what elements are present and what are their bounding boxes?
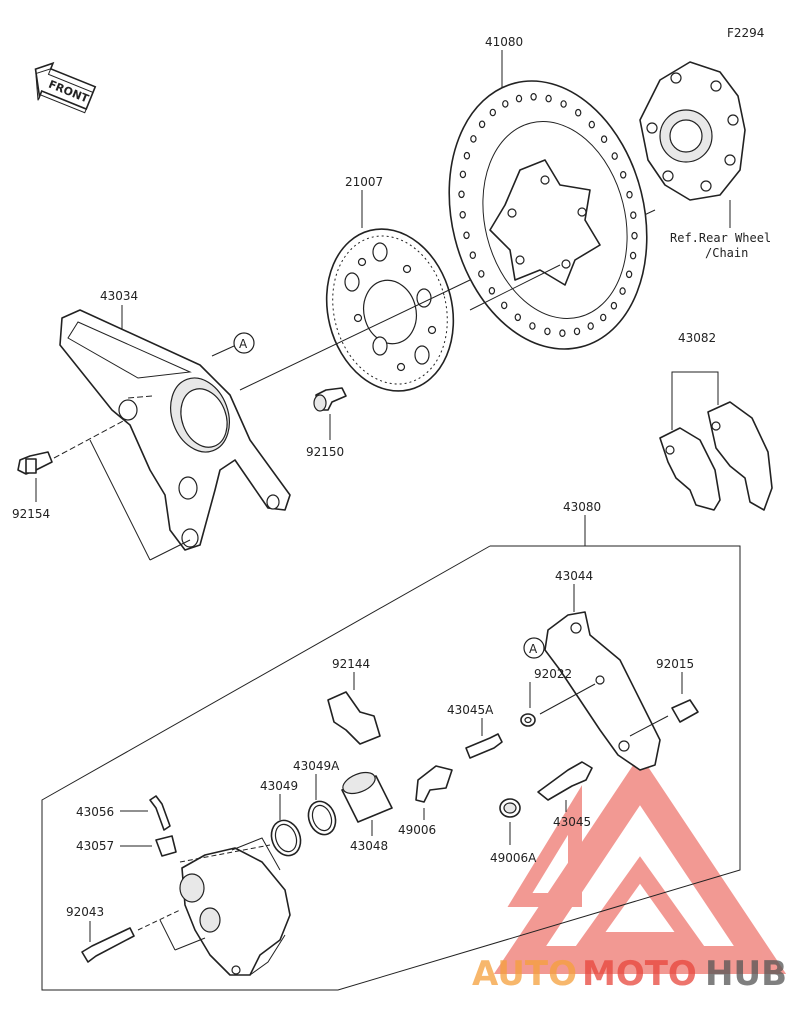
disc-vent-hole: [611, 152, 618, 160]
sensor-rotor: [325, 228, 455, 392]
disc-vent-hole: [459, 170, 467, 179]
figure-code: F2294: [727, 26, 764, 40]
callout-a-2: A: [529, 642, 538, 656]
disc-vent-hole: [502, 100, 509, 108]
pad-spring: [327, 691, 381, 745]
disc-vent-hole: [469, 251, 476, 260]
disc-vent-hole: [619, 287, 626, 295]
label-92150: 92150: [306, 445, 344, 459]
watermark-word-moto: MOTO: [582, 954, 697, 994]
label-43045: 43045: [553, 815, 591, 829]
label-92144: 92144: [332, 657, 370, 671]
disc-vent-hole: [514, 313, 522, 322]
label-43049: 43049: [260, 779, 298, 793]
cap-49006A: [499, 798, 521, 818]
disc-vent-hole: [545, 94, 552, 103]
disc-vent-hole: [458, 190, 465, 199]
label-41080: 41080: [485, 35, 523, 49]
rear-hub: [639, 61, 746, 201]
disc-vent-hole: [478, 120, 486, 129]
disc-vent-hole: [625, 270, 633, 279]
disc-vent-hole: [626, 190, 633, 199]
disc-vent-hole: [560, 100, 567, 108]
disc-vent-hole: [478, 270, 485, 278]
label-43057: 43057: [76, 839, 114, 853]
disc-vent-hole: [463, 231, 470, 240]
disc-vent-hole: [573, 327, 581, 336]
disc-vent-hole: [489, 108, 496, 117]
bleeder-valve: [149, 795, 171, 831]
sleeve-92015: [671, 699, 699, 723]
bolt-92043: [81, 927, 135, 963]
disc-vent-hole: [588, 120, 596, 129]
disc-vent-hole: [470, 135, 477, 143]
label-43034: 43034: [100, 289, 138, 303]
ref-note-line2: /Chain: [705, 246, 748, 260]
label-49006: 49006: [398, 823, 436, 837]
disc-vent-hole: [530, 93, 537, 101]
support-bracket: [544, 611, 661, 771]
disc-vent-hole: [529, 322, 536, 330]
label-92022: 92022: [534, 667, 572, 681]
disc-vent-hole: [631, 231, 638, 240]
callout-a-circle: [233, 332, 255, 354]
caliper-body: [179, 837, 291, 976]
callout-a-circle-2: [523, 637, 545, 659]
label-92043: 92043: [66, 905, 104, 919]
cap-49006: [415, 765, 453, 803]
disc-vent-hole: [587, 322, 594, 330]
front-arrow-icon: FRONT: [34, 61, 97, 114]
label-43080: 43080: [563, 500, 601, 514]
label-43056: 43056: [76, 805, 114, 819]
disc-vent-hole: [575, 108, 582, 117]
disc-vent-hole: [463, 151, 471, 160]
assembly-box: [41, 545, 741, 991]
disc-vent-hole: [630, 211, 637, 220]
label-49006A: 49006A: [490, 851, 537, 865]
label-43049A: 43049A: [293, 759, 340, 773]
disc-vent-hole: [515, 94, 523, 103]
label-43045A: 43045A: [447, 703, 494, 717]
brake-disc: [448, 80, 648, 350]
label-43082: 43082: [678, 331, 716, 345]
disc-vent-hole: [559, 329, 566, 338]
bolt-92150: [313, 387, 347, 412]
caliper-bracket: [59, 309, 291, 551]
watermark-logo: [493, 754, 787, 974]
disc-vent-hole: [501, 301, 508, 310]
disc-vent-hole: [600, 135, 608, 144]
disc-vent-hole: [488, 286, 496, 295]
brake-pads: [659, 401, 773, 511]
disc-vent-hole: [600, 313, 607, 322]
label-92015: 92015: [656, 657, 694, 671]
watermark-word-auto: AUTO: [472, 954, 577, 994]
disc-vent-hole: [620, 171, 627, 179]
label-43048: 43048: [350, 839, 388, 853]
callout-a: A: [239, 337, 248, 351]
label-21007: 21007: [345, 175, 383, 189]
disc-vent-hole: [629, 251, 637, 260]
label-43044: 43044: [555, 569, 593, 583]
label-92154: 92154: [12, 507, 50, 521]
disc-vent-hole: [459, 211, 466, 219]
disc-vent-hole: [544, 327, 551, 336]
pin-43045A: [465, 733, 503, 759]
bleeder-cap: [155, 835, 177, 857]
watermark-text: AUTO MOTO HUB: [472, 954, 787, 994]
pin-43045: [537, 761, 593, 801]
disc-vent-holes: [458, 93, 638, 338]
ref-note-line1: Ref.Rear Wheel: [670, 231, 771, 245]
bolt-92154: [17, 451, 53, 475]
watermark-word-hub: HUB: [705, 954, 787, 994]
piston-43048: [341, 771, 393, 823]
disc-vent-hole: [610, 301, 618, 310]
